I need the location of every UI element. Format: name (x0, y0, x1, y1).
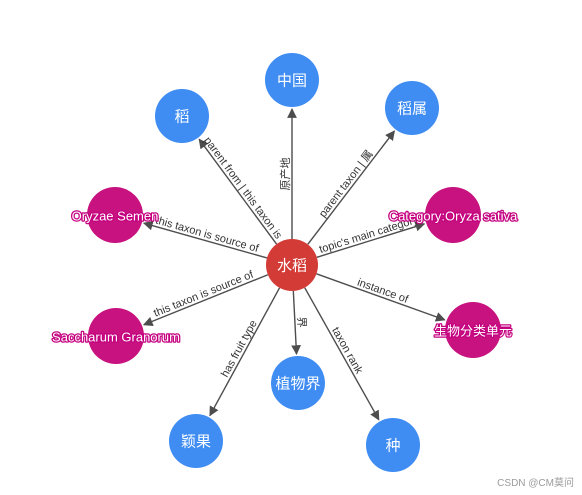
edge-arrow-daoshu (307, 130, 395, 245)
node-circle[interactable] (87, 187, 143, 243)
node-circle[interactable] (88, 308, 144, 364)
edge-label-zhiwujie: 界 (295, 316, 309, 328)
node-circle[interactable] (155, 89, 209, 143)
edge-label-dao: parent from | this taxon is (201, 135, 284, 242)
node-daoshu[interactable]: 稻属 (385, 81, 439, 135)
node-circle[interactable] (445, 302, 501, 358)
edge-label-oryzae: this taxon is source of (154, 215, 261, 256)
node-circle[interactable] (425, 187, 481, 243)
node-circle[interactable] (265, 53, 319, 107)
center-node-label: 水稻 (277, 258, 307, 275)
node-label: 植物界 (275, 376, 320, 393)
edge-arrow-dao (198, 138, 278, 245)
node-center[interactable]: 水稻 (266, 239, 318, 291)
node-zhongguo[interactable]: 中国 (265, 53, 319, 107)
node-oryzae[interactable]: Oryzae Semen (70, 187, 160, 243)
node-zhiwujie[interactable]: 植物界 (271, 356, 325, 410)
watermark: CSDN @CM莫问 (497, 478, 574, 489)
node-shengwu[interactable]: 生物分类单元 (433, 302, 513, 358)
node-circle[interactable] (169, 414, 223, 468)
node-label: 稻属 (397, 101, 427, 118)
edge-arrow-saccharum (142, 274, 269, 327)
edge-label-daoshu: parent taxon | 属 (316, 148, 376, 220)
node-label: 稻 (174, 109, 189, 126)
node-label: Oryzae Semen (72, 209, 159, 224)
node-category[interactable]: Category:Oryza sativa (387, 187, 519, 243)
node-label: Saccharum Granorum (52, 330, 180, 345)
edge-label-zhongguo: 原产地 (278, 158, 292, 191)
node-label: 中国 (277, 73, 307, 90)
node-circle[interactable] (366, 418, 420, 472)
node-saccharum[interactable]: Saccharum Granorum (51, 308, 181, 364)
edge-arrow-oryzae (142, 220, 268, 259)
node-label: Category:Oryza sativa (389, 209, 518, 224)
nodes: 中国稻 稻属 Oryzae Semen Category:Oryza sativaSa… (51, 53, 519, 472)
node-zhong[interactable]: 种 (366, 418, 420, 472)
edge-arrow-zhiwujie (291, 290, 301, 356)
edge-arrow-yingguo (209, 287, 281, 417)
edge-label-yingguo: has fruit type (219, 318, 260, 379)
node-label: 颖果 (181, 434, 211, 451)
edge-arrow-category (316, 221, 426, 258)
edge-label-zhong: taxon rank (329, 325, 365, 376)
edge-arrow-shengwu (316, 273, 446, 322)
edge-arrow-zhong (304, 287, 380, 421)
node-circle[interactable] (271, 356, 325, 410)
node-dao[interactable]: 稻 (155, 89, 209, 143)
node-yingguo[interactable]: 颖果 (169, 414, 223, 468)
center-node-circle[interactable] (266, 239, 318, 291)
node-label: 种 (385, 438, 400, 455)
node-label: 生物分类单元 (434, 324, 512, 339)
edge-label-saccharum: this taxon is source of (152, 268, 256, 319)
node-circle[interactable] (385, 81, 439, 135)
